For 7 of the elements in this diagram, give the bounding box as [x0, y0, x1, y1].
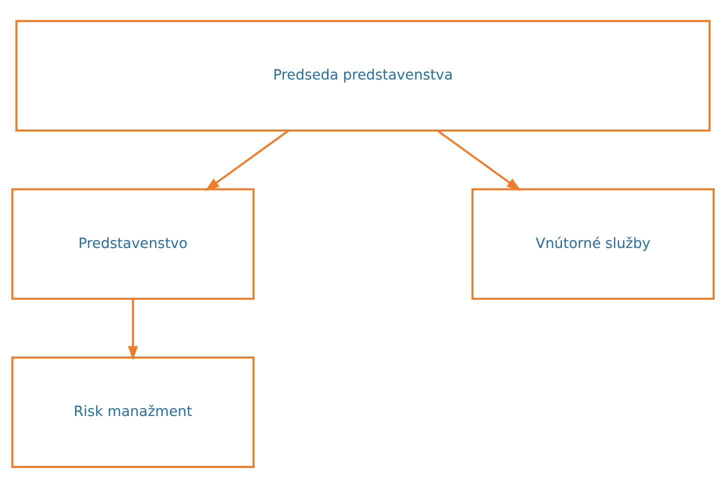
node-box: Vnútorné služby — [471, 188, 715, 300]
node-box: Risk manažment — [11, 356, 255, 468]
node-box: Predseda predstavenstva — [15, 20, 711, 132]
arrow — [204, 129, 290, 190]
node-box: Predstavenstvo — [11, 188, 255, 300]
arrow — [436, 129, 522, 190]
arrow — [128, 298, 138, 360]
